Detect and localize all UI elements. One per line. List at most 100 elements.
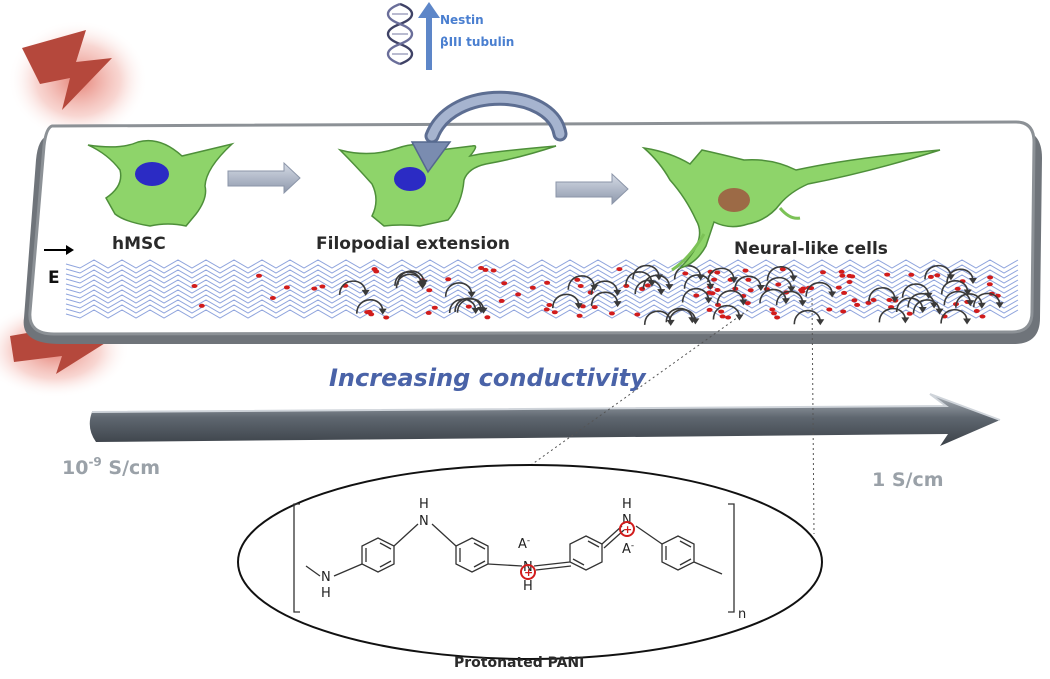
pani-fiber [65,294,1019,304]
hopping-arrowhead [729,277,738,284]
field-label: E [48,268,60,288]
hopping-arrowhead [890,296,899,303]
hopping-arrowhead [704,297,713,304]
hopping-arrowhead [696,274,705,281]
hopping-arc [454,297,482,313]
upregulation-arrow-icon [418,2,440,70]
dopant-dot [515,292,522,297]
hopping-arrowhead [995,302,1004,309]
hopping-arrowhead [665,284,674,291]
dopant-dot [745,277,752,282]
hopping-arc [642,274,671,290]
hopping-arrowhead [756,285,765,292]
hopping-arrowhead [467,291,476,298]
dopant-dot [587,290,594,295]
zoom-callout-lines [481,297,815,535]
dopant-dot [634,312,641,317]
repeat-unit-subscript: n [738,607,746,622]
dopant-dot [715,302,721,307]
dopant-dot [482,267,489,272]
hopping-arc [912,299,941,314]
dopant-dot [577,284,584,288]
dopant-dot [747,288,754,293]
dopant-dot [373,269,380,274]
atom-h: H [419,497,429,512]
dopant-dot [693,293,700,298]
dopant-dot [682,271,689,276]
dopant-dot [870,298,877,302]
dopant-dot [779,267,786,272]
pani-fiber [65,279,1019,289]
electrode-top-left [8,20,148,140]
pani-atom-labels: N H H N A- N H H N A- n [321,497,746,622]
hopping-arrowhead [798,300,807,307]
hopping-arc [955,293,983,308]
counter-ion: A- [518,536,530,552]
dopant-dot [383,315,390,320]
hopping-arrowhead [816,319,825,326]
dopant-dot [987,275,994,280]
hopping-arrowhead [918,306,927,313]
dopant-dot [934,273,941,278]
dna-helix-icon [386,2,414,66]
hopping-arrowhead [963,289,972,296]
stage-label-neural: Neural-like cells [734,239,888,259]
cell-hmsc [87,139,235,227]
dopant-dot [364,310,371,315]
dopant-dot [551,310,558,315]
pani-fiber [65,304,1019,314]
pani-fiber-network [65,259,1019,319]
hopping-arc [590,291,619,307]
hopping-arc [924,264,952,280]
hopping-arc [397,270,425,285]
dopant-dot [256,273,262,278]
hopping-arrowhead [946,274,955,281]
atom-n: N [321,570,331,585]
pani-chemical-structure [293,503,735,613]
dopant-dot [714,288,721,292]
dopant-dot [591,305,598,310]
dopant-dot [431,305,438,310]
hopping-arc [734,275,762,291]
hopping-arc [338,280,367,295]
dopant-dot [906,311,913,316]
hopping-arrowhead [477,307,486,314]
hopping-arc [643,310,672,326]
dopant-dot [820,270,826,275]
scale-high-label: 1 S/cm [872,469,944,491]
hopping-arc [590,280,619,296]
hopping-arrowhead [901,317,910,324]
hopping-arc [634,279,662,295]
dopant-dot [574,277,581,282]
hopping-arrowhead [781,298,790,305]
atom-h: H [622,497,632,512]
hopping-arrowhead [419,279,428,286]
stage-label-hmsc: hMSC [112,234,166,254]
hopping-arc [878,307,907,323]
conductivity-gradient-arrow [89,393,1001,446]
dopant-dot [490,268,497,273]
dopant-dot [368,312,375,317]
charge-plus: + [524,566,533,579]
dopant-dot [954,286,961,291]
hopping-arrowhead [966,300,975,307]
hopping-arc [766,265,795,281]
hopping-arc [895,297,924,313]
dopant-dot [774,315,781,320]
dopant-dot [191,284,198,288]
atom-n: N [523,560,533,575]
dopant-dot [501,281,508,286]
hopping-arc [805,281,833,297]
hopping-arc [716,290,745,305]
stage-arrow-1 [227,161,301,195]
pani-fiber [65,264,1019,274]
dopant-dot [826,307,833,312]
dopant-dot [425,310,432,315]
dopant-dot [884,272,891,277]
positive-charge-markers: + + [520,521,635,580]
dopant-dot [886,298,893,302]
lightning-bolt-icon [22,30,112,110]
dopant-dot [718,309,725,314]
dopant-dot [465,304,472,309]
hopping-arrowhead [787,286,796,293]
